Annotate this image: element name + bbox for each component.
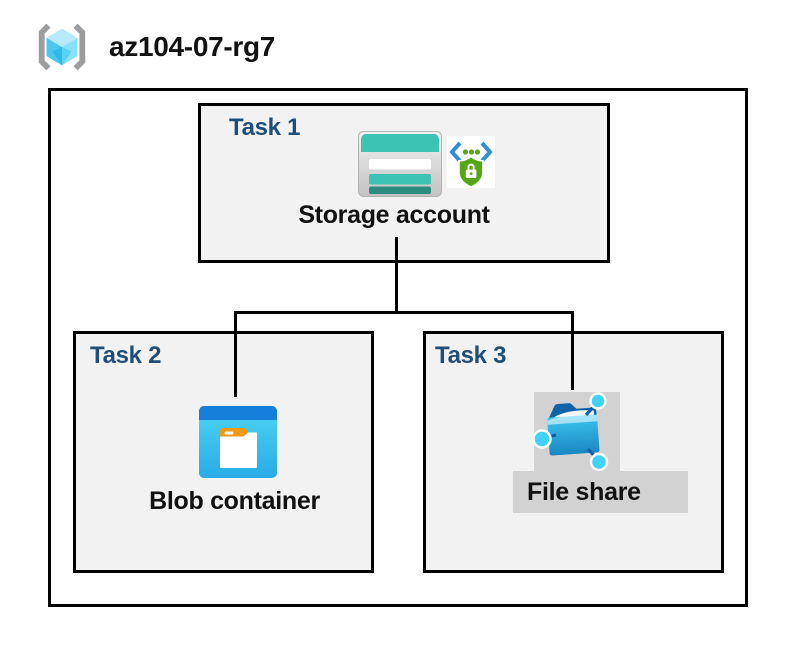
connector-to-file-share — [571, 311, 574, 390]
connector-storage-stem — [395, 237, 398, 314]
task2-box: Task 2 Blob container — [73, 331, 374, 573]
blob-container-icon — [199, 406, 277, 478]
file-share-label-highlight: File share — [513, 471, 688, 513]
storage-account-label: Storage account — [298, 201, 490, 229]
sas-shield-lock-icon — [447, 136, 495, 188]
task3-box: Task 3 — [423, 331, 724, 573]
blob-container-label: Blob container — [149, 487, 320, 515]
file-share-label: File share — [527, 477, 641, 506]
resource-group-icon — [38, 23, 86, 71]
task3-label: Task 3 — [435, 342, 507, 369]
file-share-icon — [529, 386, 625, 478]
task1-label: Task 1 — [229, 114, 301, 141]
task1-box: Task 1 — [198, 103, 610, 263]
resource-group-header: az104-07-rg7 — [33, 20, 275, 74]
connector-to-blob-container — [234, 311, 237, 397]
resource-group-title: az104-07-rg7 — [109, 31, 276, 62]
task2-label: Task 2 — [90, 342, 162, 369]
connector-branch-horizontal — [234, 311, 574, 314]
storage-account-icon — [358, 131, 442, 197]
